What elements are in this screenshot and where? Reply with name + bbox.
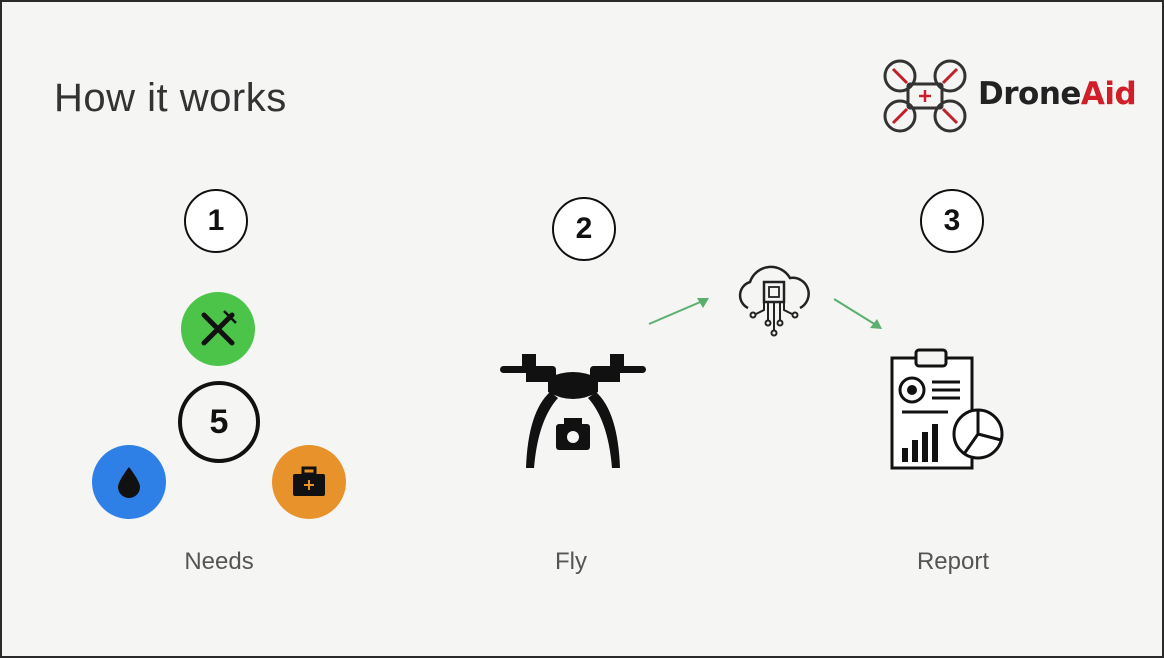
- needs-count-circle: 5: [178, 381, 260, 463]
- drone-logo-icon: [883, 59, 967, 133]
- logo-text-drone: Drone: [978, 76, 1081, 112]
- medical-need-icon: [272, 445, 346, 519]
- arrow-to-report-icon: [833, 298, 882, 329]
- droneaid-logo: DroneAid: [880, 56, 1150, 136]
- logo-wordmark: DroneAid: [978, 76, 1137, 112]
- cloud-chip-icon: [738, 265, 810, 337]
- step-1-number: 1: [184, 189, 248, 253]
- report-clipboard-icon: [890, 348, 1004, 470]
- fork-knife-icon: [201, 310, 237, 346]
- step-1-label: Needs: [184, 548, 254, 575]
- arrow-to-cloud-icon: [648, 298, 709, 325]
- step-2-label: Fly: [555, 548, 587, 575]
- step-3-number: 3: [920, 189, 984, 253]
- water-need-icon: [92, 445, 166, 519]
- food-need-icon: [181, 292, 255, 366]
- step-3-label: Report: [916, 548, 990, 575]
- medkit-icon: [293, 466, 325, 496]
- water-drop-icon: [118, 467, 140, 498]
- drone-icon: [500, 354, 646, 468]
- logo-text-aid: Aid: [1080, 76, 1137, 112]
- slide-title: How it works: [54, 76, 287, 120]
- step-2-number: 2: [552, 197, 616, 261]
- needs-count: 5: [209, 402, 229, 441]
